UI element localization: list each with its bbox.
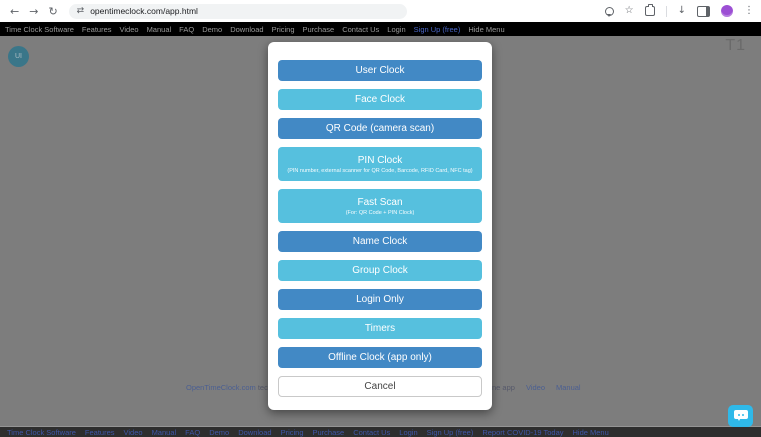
- bottom-nav-link[interactable]: Pricing: [280, 428, 304, 437]
- bottom-nav-link[interactable]: Time Clock Software: [7, 428, 76, 437]
- bottom-nav-link[interactable]: Manual: [151, 428, 177, 437]
- site-nav-link[interactable]: FAQ: [179, 24, 195, 34]
- clock-mode-button-label: Face Clock: [354, 94, 405, 105]
- clock-mode-button-label: Cancel: [364, 381, 396, 392]
- clock-mode-button[interactable]: Login Only: [278, 289, 482, 310]
- site-nav-link[interactable]: Download: [230, 24, 264, 34]
- site-nav-link[interactable]: Demo: [202, 24, 223, 34]
- clock-mode-button-label: User Clock: [355, 65, 405, 76]
- address-bar[interactable]: ⇄ opentimeclock.com/app.html: [68, 3, 407, 19]
- clock-mode-button[interactable]: Face Clock: [278, 89, 482, 110]
- bottom-nav-link[interactable]: Demo: [209, 428, 230, 437]
- bottom-nav-link[interactable]: Report COVID-19 Today: [482, 428, 564, 437]
- clock-mode-button[interactable]: PIN Clock (PIN number, external scanner …: [278, 147, 482, 181]
- clock-mode-button[interactable]: Timers: [278, 318, 482, 339]
- site-nav-link[interactable]: Features: [81, 24, 112, 34]
- clock-mode-button[interactable]: QR Code (camera scan): [278, 118, 482, 139]
- bottom-nav-link[interactable]: Download: [238, 428, 272, 437]
- clock-mode-dialog: User Clock Face Clock QR Code (camera sc…: [268, 42, 492, 410]
- site-nav-link[interactable]: Contact Us: [342, 24, 380, 34]
- chat-bubble-icon: [733, 410, 748, 421]
- page-footer-left: OpenTimeClock.com techn: [186, 383, 276, 392]
- bottom-nav-link[interactable]: Contact Us: [353, 428, 391, 437]
- bottom-nav-link[interactable]: Features: [84, 428, 115, 437]
- clock-mode-button-label: Login Only: [356, 294, 404, 305]
- site-nav-link[interactable]: Login: [387, 24, 406, 34]
- bottom-nav-link[interactable]: Hide Menu: [572, 428, 609, 437]
- clock-mode-list: User Clock Face Clock QR Code (camera sc…: [278, 60, 482, 397]
- clock-mode-button-label: Group Clock: [352, 265, 408, 276]
- toolbar-right-cluster: ☆ ↓ ⋮: [604, 3, 754, 17]
- clock-mode-button-label: PIN Clock: [357, 154, 403, 166]
- footer-link[interactable]: Video: [525, 383, 545, 392]
- footer-text-fragment: techn: [258, 383, 276, 392]
- clock-mode-button-label: Name Clock: [352, 236, 408, 247]
- site-nav-link[interactable]: Video: [119, 24, 139, 34]
- tune-icon[interactable]: ⇄: [76, 6, 85, 16]
- chat-widget-button[interactable]: [728, 405, 753, 427]
- bottom-nav: Time Clock Software Features Video Manua…: [0, 426, 761, 437]
- user-avatar[interactable]: UI: [8, 46, 29, 67]
- clock-mode-button[interactable]: Offline Clock (app only): [278, 347, 482, 368]
- hide-menu-link[interactable]: Hide Menu: [468, 24, 505, 34]
- back-icon[interactable]: ←: [10, 4, 20, 18]
- clock-mode-button[interactable]: Group Clock: [278, 260, 482, 281]
- bookmark-star-icon[interactable]: ☆: [624, 5, 634, 16]
- clock-mode-button-label: Timers: [364, 323, 396, 334]
- url-text: opentimeclock.com/app.html: [90, 6, 198, 16]
- clock-mode-button-label: Fast Scan: [357, 196, 403, 208]
- clock-mode-button-label: QR Code (camera scan): [325, 123, 435, 134]
- bottom-nav-link[interactable]: Sign Up (free): [426, 428, 474, 437]
- bottom-nav-link[interactable]: Login: [399, 428, 418, 437]
- clock-mode-button-subtitle: (PIN number, external scanner for QR Cod…: [287, 167, 473, 174]
- page-footer-right: ne app Video Manual: [492, 383, 581, 392]
- toolbar-divider: [665, 5, 667, 17]
- site-nav-link[interactable]: Manual: [146, 24, 172, 34]
- forward-icon[interactable]: →: [29, 4, 39, 18]
- signup-link[interactable]: Sign Up (free): [413, 24, 461, 34]
- clock-mode-button[interactable]: Cancel: [278, 376, 482, 397]
- side-panel-icon[interactable]: [697, 5, 710, 17]
- site-nav-link[interactable]: Pricing: [271, 24, 295, 34]
- page-watermark: T1: [725, 37, 746, 54]
- clock-mode-button-label: Offline Clock (app only): [328, 352, 432, 363]
- site-nav-link[interactable]: Time Clock Software: [5, 24, 74, 34]
- site-nav-link[interactable]: Purchase: [302, 24, 335, 34]
- footer-link[interactable]: Manual: [556, 383, 581, 392]
- bottom-nav-link[interactable]: FAQ: [185, 428, 201, 437]
- browser-profile-avatar[interactable]: [721, 5, 733, 17]
- bottom-nav-link[interactable]: Purchase: [312, 428, 345, 437]
- download-icon[interactable]: ↓: [677, 5, 686, 16]
- extensions-icon[interactable]: [644, 3, 655, 16]
- browser-menu-icon[interactable]: ⋮: [744, 5, 754, 16]
- clock-mode-button[interactable]: Fast Scan (For: QR Code + PIN Clock): [278, 189, 482, 223]
- location-pin-icon[interactable]: [604, 6, 614, 16]
- opentimeclock-link[interactable]: OpenTimeClock.com: [186, 383, 256, 392]
- clock-mode-button-subtitle: (For: QR Code + PIN Clock): [345, 209, 415, 216]
- clock-mode-button[interactable]: Name Clock: [278, 231, 482, 252]
- site-nav: Time Clock Software Features Video Manua…: [0, 22, 761, 36]
- reload-icon[interactable]: ↻: [48, 4, 58, 18]
- footer-text-fragment: ne app: [492, 383, 515, 392]
- clock-mode-button[interactable]: User Clock: [278, 60, 482, 81]
- browser-toolbar: ← → ↻ ⇄ opentimeclock.com/app.html ☆ ↓ ⋮: [0, 0, 761, 22]
- bottom-nav-link[interactable]: Video: [123, 428, 143, 437]
